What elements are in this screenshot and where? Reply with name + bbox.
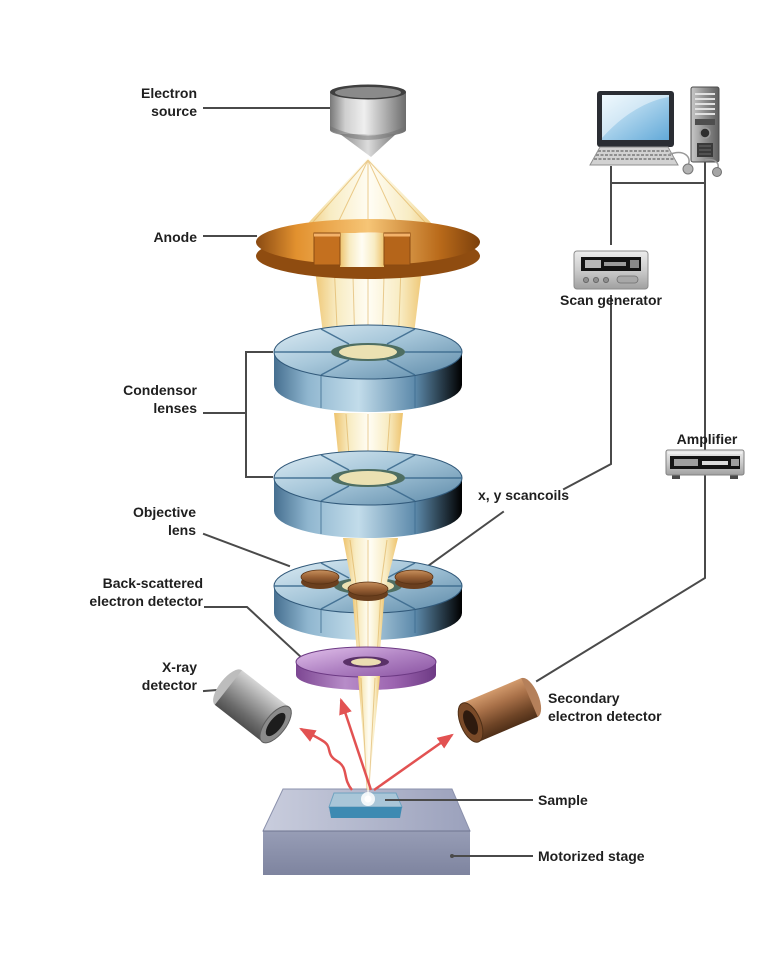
computer: [589, 86, 722, 177]
label-amplifier: Amplifier: [676, 431, 738, 447]
signal-arrows: [299, 697, 454, 792]
label-anode: Anode: [153, 229, 197, 245]
label-electron-source: Electron source: [140, 85, 197, 119]
label-scan-generator: Scan generator: [560, 292, 662, 308]
label-condensor-lenses: Condensor lenses: [123, 382, 197, 416]
label-bse-detector: Back-scattered electron detector: [89, 575, 203, 609]
label-scancoils: x, y scancoils: [478, 487, 570, 503]
sample-stage-lines: [385, 799, 533, 858]
secondary-electron-detector: [457, 677, 542, 743]
label-secondary-detector: Secondary electron detector: [548, 690, 662, 724]
mouse-icon: [667, 151, 722, 177]
xray-detector: [213, 669, 292, 744]
condensor-lens-2: [273, 450, 463, 538]
label-motorized-stage: Motorized stage: [538, 848, 645, 864]
keyboard-icon: [589, 146, 679, 166]
computer-tower-icon: [690, 86, 720, 163]
connector-lines: [202, 107, 706, 693]
electron-source: [330, 84, 406, 157]
scan-generator-box: [573, 250, 649, 290]
label-xray-detector: X-ray detector: [141, 659, 197, 693]
scan-coils: [300, 569, 434, 601]
condensor-lens-1: [273, 324, 463, 412]
label-sample: Sample: [538, 792, 588, 808]
label-objective-lens: Objective lens: [132, 504, 196, 538]
anode: [256, 219, 480, 279]
monitor-icon: [597, 91, 674, 154]
amplifier-box: [665, 449, 745, 479]
